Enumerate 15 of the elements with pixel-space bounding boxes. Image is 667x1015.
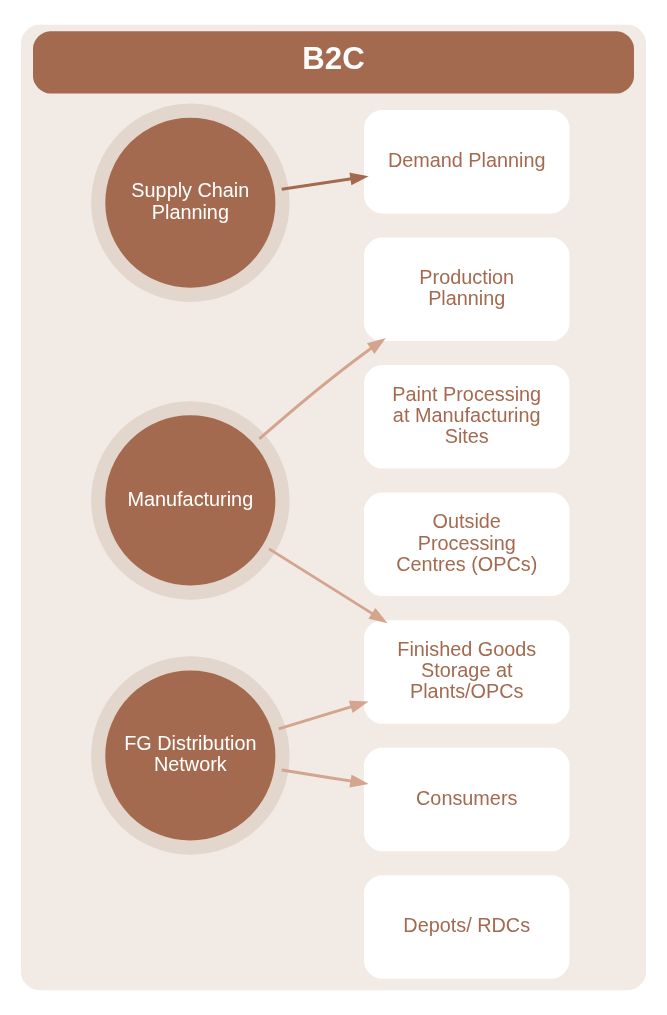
node-box: Consumers [363,747,570,852]
arrow [278,700,369,731]
arrow [258,338,386,440]
node-box: Outside Processing Centres (OPCs) [363,492,570,597]
node-circle: FG Distribution Network [91,656,290,855]
arrow [281,172,369,191]
arrow [281,768,369,788]
node-box: Finished Goods Storage at Plants/OPCs [363,620,570,724]
node-box: Demand Planning [363,109,570,214]
node-circle: Manufacturing [91,401,290,600]
node-circle: Supply Chain Planning [91,103,290,302]
node-box: Paint Processing at Manufacturing Sites [363,365,570,469]
node-box: Production Planning [363,237,570,341]
node-box: Depots/ RDCs [363,875,570,979]
arrow [268,547,388,624]
